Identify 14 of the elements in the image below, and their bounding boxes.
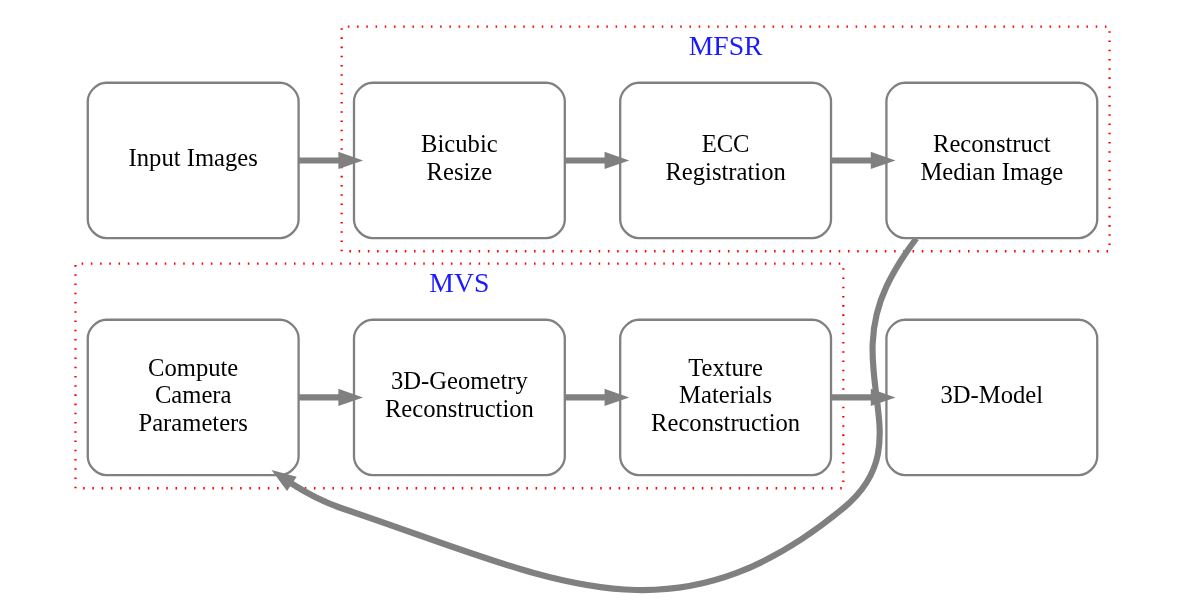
arrow [830, 151, 895, 170]
node-box: 3D-Model [884, 318, 1098, 477]
node-box: Bicubic Resize [352, 81, 566, 240]
arrow [564, 388, 629, 407]
node-box: 3D-Geometry Reconstruction [352, 318, 566, 477]
arrow [830, 388, 895, 407]
arrow [298, 388, 363, 407]
arrow [298, 151, 363, 170]
node-box: ECC Registration [618, 81, 832, 240]
node-box: Input Images [86, 81, 300, 240]
node-box: Texture Materials Reconstruction [618, 318, 832, 477]
arrow [564, 151, 629, 170]
node-box: Reconstruct Median Image [884, 81, 1098, 240]
node-box: Compute Camera Parameters [86, 318, 300, 477]
